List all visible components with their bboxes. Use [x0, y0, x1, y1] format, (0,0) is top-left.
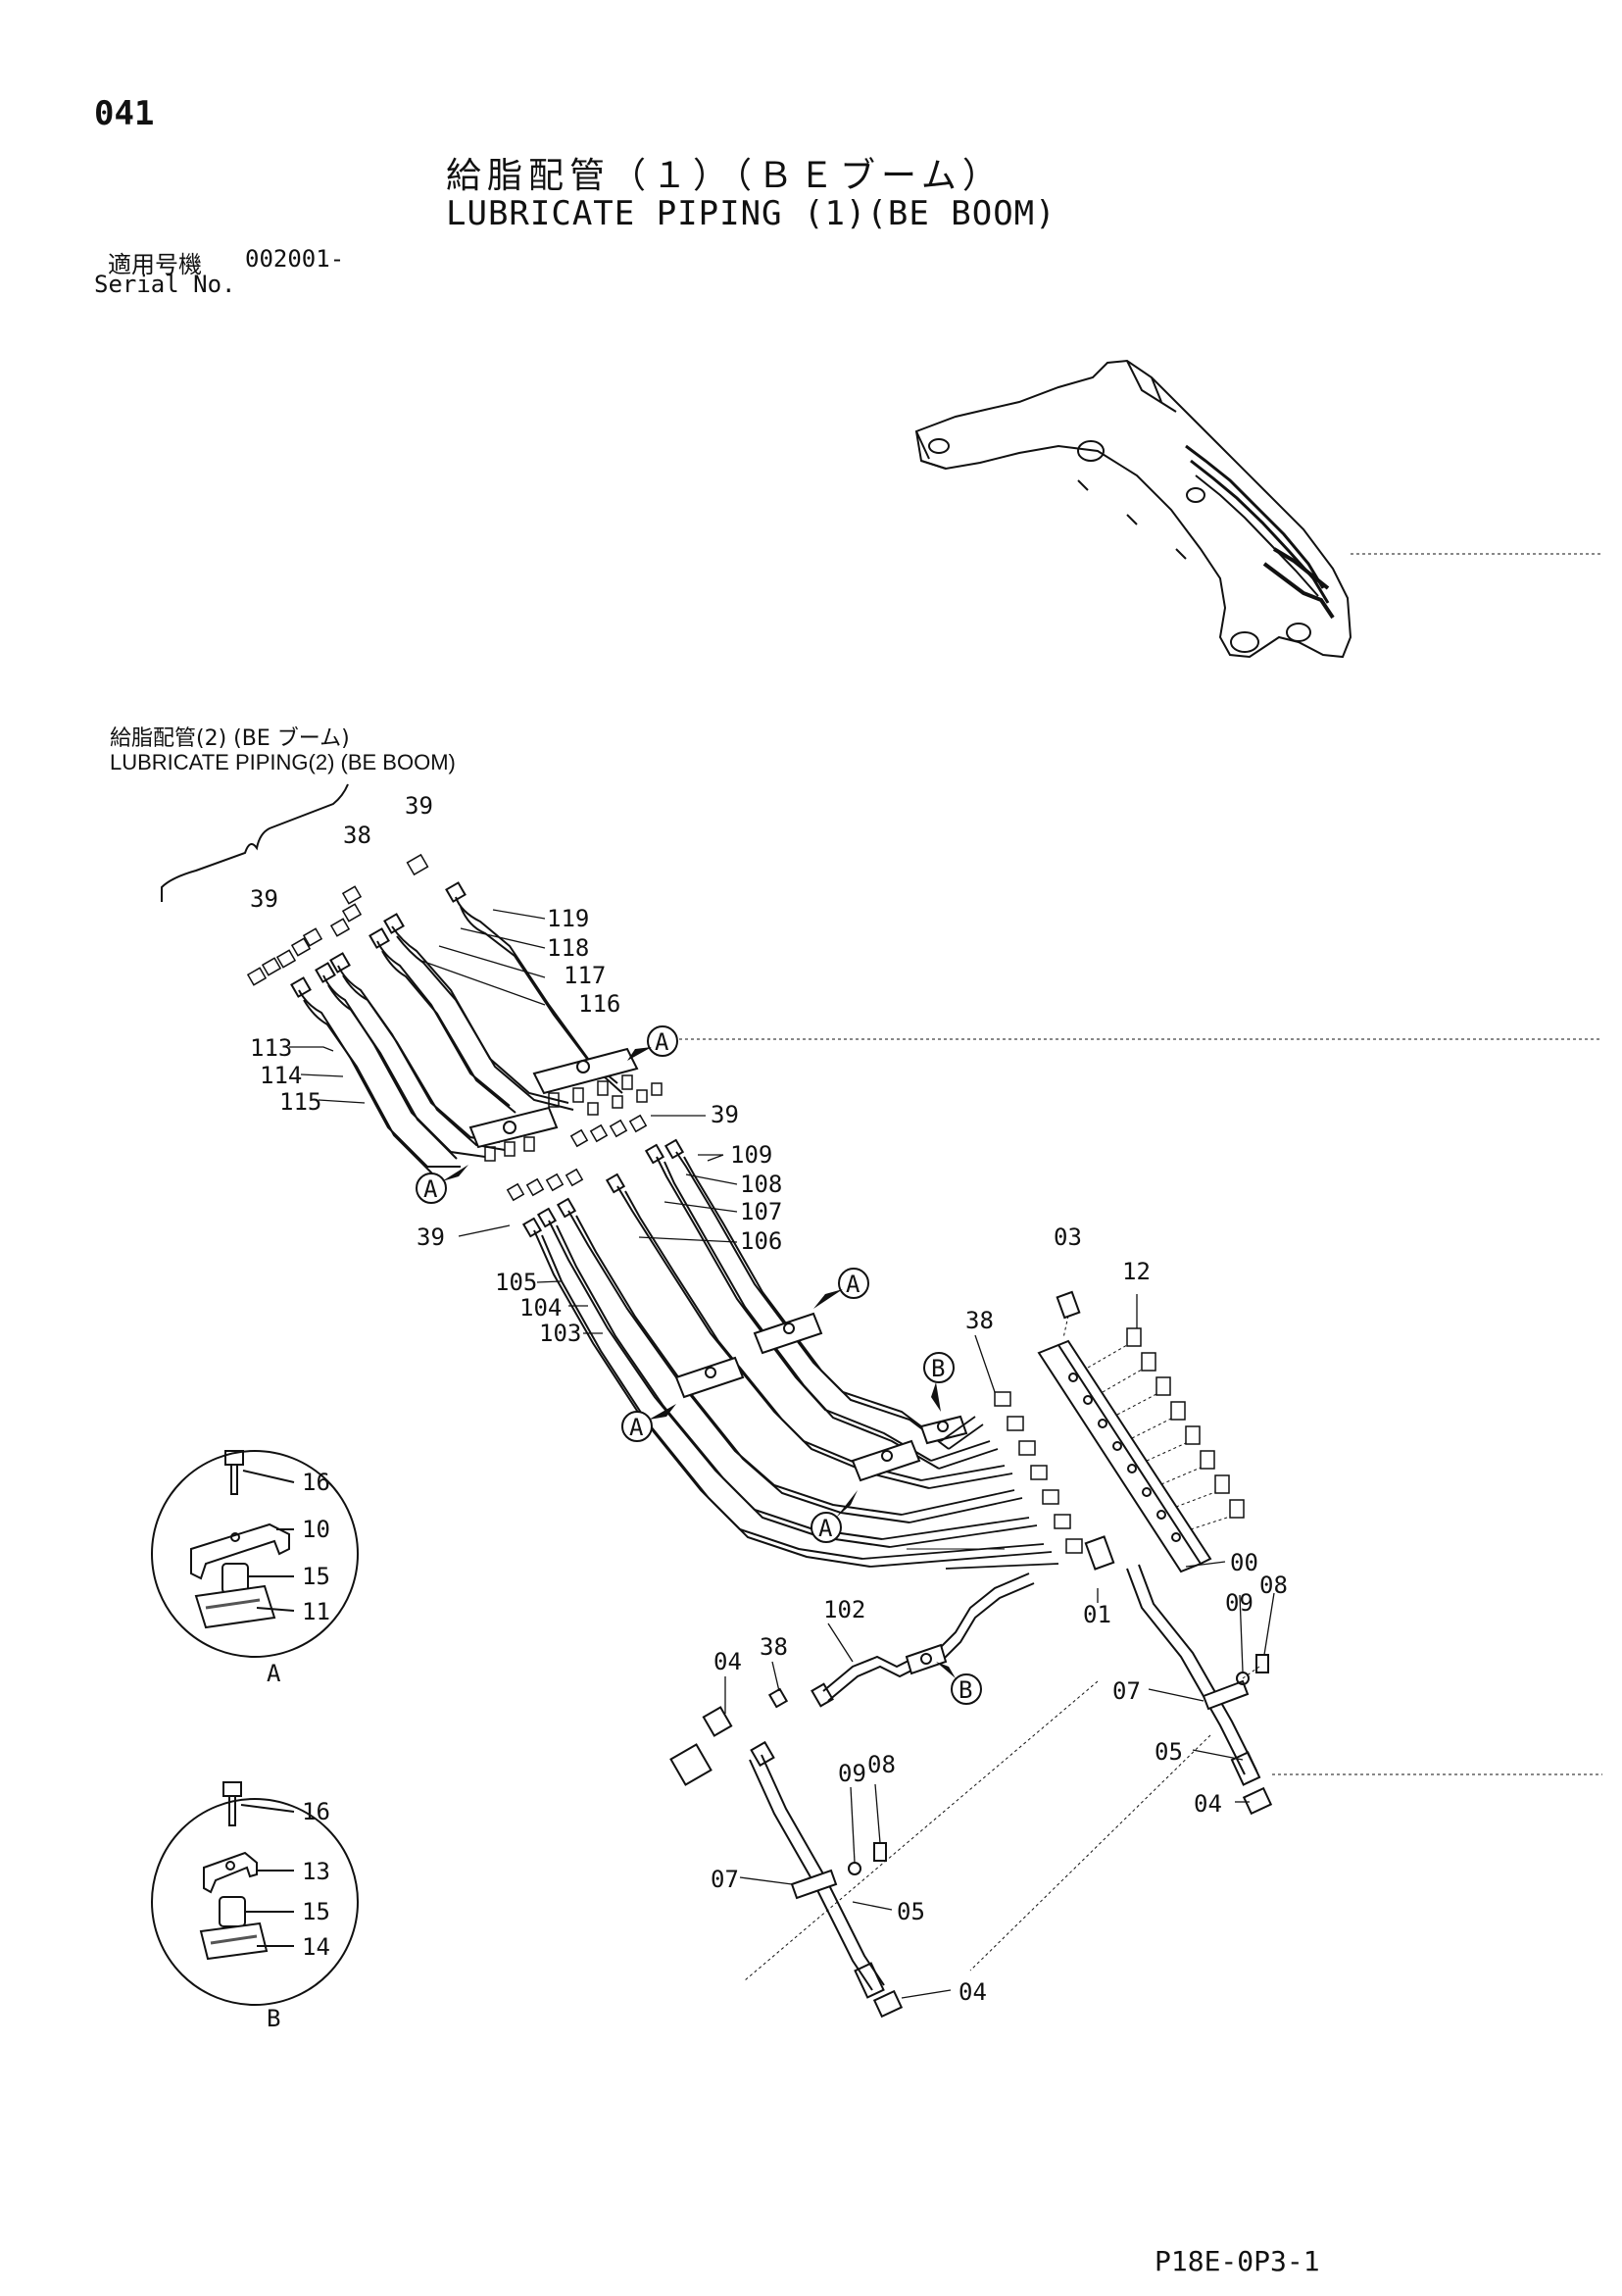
part-label: 15 [302, 1563, 330, 1590]
part-label: 04 [958, 1978, 987, 2006]
part-label: 119 [547, 905, 589, 932]
part-label: 11 [302, 1598, 330, 1625]
part-label: 07 [711, 1866, 739, 1893]
part-label: 16 [302, 1469, 330, 1496]
callout-letters: A A A A A B B A B [267, 1028, 972, 2032]
part-label: 08 [867, 1751, 896, 1778]
nipple-cluster-upper [246, 853, 429, 986]
pipe-102 [811, 1572, 1035, 1708]
part-label: 03 [1054, 1223, 1082, 1251]
part-label: 109 [730, 1141, 772, 1169]
detail-b [151, 1781, 359, 2006]
document-code: P18E-0P3-1 [1155, 2245, 1320, 2277]
leader-lines [289, 909, 1602, 1999]
part-label: 01 [1083, 1601, 1111, 1628]
callout-a-letter: A [423, 1175, 438, 1203]
part-label: 00 [1230, 1549, 1258, 1576]
part-label: 39 [405, 792, 433, 820]
part-label: 117 [564, 962, 606, 989]
part-label: 05 [897, 1898, 925, 1925]
detail-a-label: A [267, 1660, 281, 1687]
callout-a-letter: A [655, 1028, 669, 1056]
manifold-block [1037, 1290, 1245, 1573]
part-label: 38 [965, 1307, 994, 1334]
callout-b-letter: B [958, 1676, 972, 1704]
reference-brace [161, 783, 349, 902]
part-label: 12 [1122, 1258, 1151, 1285]
part-label: 115 [279, 1088, 321, 1116]
part-label: 14 [302, 1933, 330, 1961]
serial-number-value: 002001- [245, 245, 345, 273]
callout-b-letter: B [931, 1355, 945, 1382]
part-label: 05 [1155, 1738, 1183, 1766]
part-label: 39 [417, 1223, 445, 1251]
part-label: 07 [1112, 1677, 1141, 1705]
part-label: 104 [519, 1294, 562, 1322]
part-label: 38 [343, 822, 371, 849]
page-number: 041 [94, 94, 155, 133]
part-label: 39 [711, 1101, 739, 1128]
part-label: 09 [1225, 1589, 1253, 1617]
part-label: 107 [740, 1198, 782, 1225]
left-hose-assembly [669, 1687, 904, 2019]
middle-pipe-bundle [521, 1138, 968, 1568]
manifold-feed-pipes [861, 1416, 1059, 1570]
page-title-english: LUBRICATE PIPING (1)(BE BOOM) [446, 194, 1057, 233]
part-label: 103 [539, 1320, 581, 1347]
part-label: 09 [838, 1760, 866, 1787]
part-label: 38 [760, 1633, 788, 1661]
part-label: 16 [302, 1798, 330, 1825]
callout-a-letter: A [818, 1515, 833, 1542]
fitting-column-38 [994, 1391, 1083, 1554]
part-label: 13 [302, 1858, 330, 1885]
callout-a-letter: A [846, 1271, 860, 1298]
serial-label-japanese: 適用号機 [108, 251, 202, 278]
reference-note-english: LUBRICATE PIPING(2) (BE BOOM) [110, 750, 456, 774]
part-label: 108 [740, 1171, 782, 1198]
part-label: 113 [250, 1034, 292, 1062]
part-label: 114 [260, 1062, 302, 1089]
part-label: 116 [578, 990, 620, 1018]
part-label: 04 [1194, 1790, 1222, 1818]
part-label: 39 [250, 885, 278, 913]
boom-illustration [914, 359, 1602, 659]
upper-pipe-bundle [290, 881, 663, 1175]
callout-a-letter: A [629, 1414, 644, 1441]
part-label: 15 [302, 1898, 330, 1925]
part-label: 106 [740, 1227, 782, 1255]
reference-note-japanese: 給脂配管(2) (BE ブーム) [110, 726, 350, 751]
page-title-japanese: 給脂配管（１）（ＢＥブーム） [446, 156, 1004, 196]
part-label: 08 [1259, 1572, 1288, 1599]
part-label: 04 [713, 1648, 742, 1675]
detail-b-label: B [267, 2005, 280, 2032]
serial-label-english: Serial No. [94, 271, 236, 298]
detail-a [151, 1450, 359, 1658]
part-label: 10 [302, 1516, 330, 1543]
part-label: 102 [823, 1596, 865, 1623]
part-label: 118 [547, 934, 589, 962]
part-number-labels: 39 38 39 119 118 117 116 113 114 115 39 … [250, 792, 1288, 2006]
callout-markers [416, 1025, 982, 1705]
part-label: 105 [495, 1269, 537, 1296]
nipple-cluster-middle [506, 1114, 648, 1202]
right-hose-assembly [1126, 1564, 1602, 1816]
